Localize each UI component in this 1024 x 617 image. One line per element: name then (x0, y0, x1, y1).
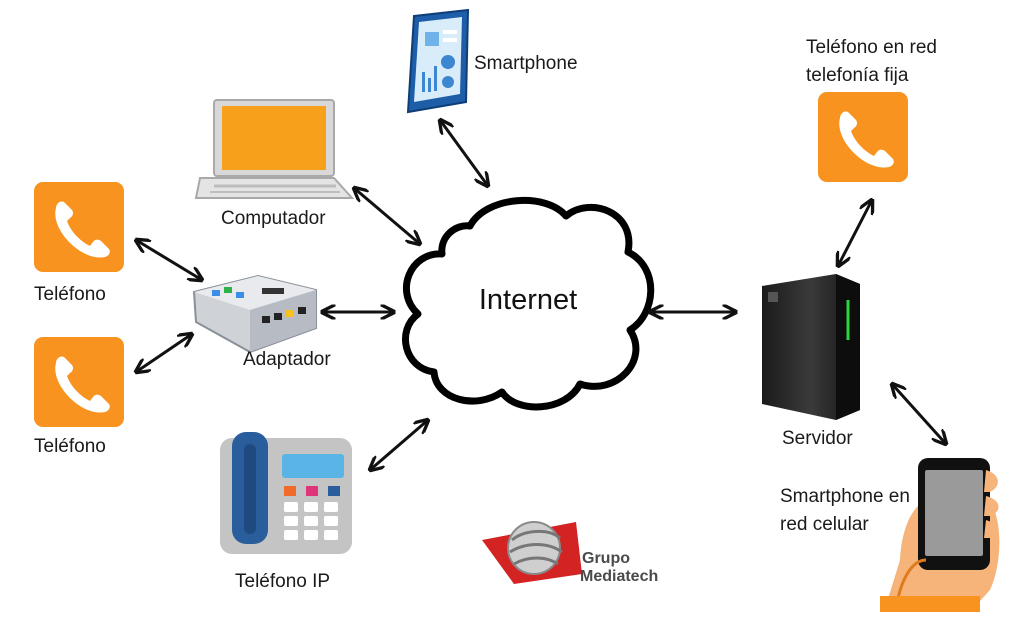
phone-top-icon (34, 182, 124, 272)
server-icon (762, 274, 860, 420)
arrow-server-mobile (892, 384, 946, 444)
label-adapter: Adaptador (243, 349, 331, 370)
label-mobile-line2: red celular (780, 514, 869, 535)
phone-bottom-icon (34, 337, 124, 427)
smartphone-icon (406, 8, 470, 114)
ip-phone-icon (220, 432, 352, 554)
label-computer: Computador (221, 208, 326, 229)
laptop-icon (194, 99, 355, 199)
brand-line1: Grupo (582, 550, 630, 567)
label-phone-top: Teléfono (34, 284, 106, 305)
label-ip-phone: Teléfono IP (235, 571, 331, 592)
label-server: Servidor (782, 428, 853, 449)
arrow-phone2-adapter (136, 334, 192, 372)
label-mobile-line1: Smartphone en (780, 486, 910, 507)
brand-line2: Mediatech (580, 568, 659, 585)
mobile-phone-hand-icon (880, 458, 1000, 612)
arrow-smartphone-internet (440, 120, 488, 186)
label-landline-line2: telefonía fija (806, 65, 909, 86)
arrow-ipphone-internet (370, 420, 428, 470)
label-smartphone: Smartphone (474, 53, 578, 74)
label-internet: Internet (478, 284, 578, 316)
mediatech-logo (482, 521, 582, 584)
internet-cloud (401, 196, 655, 411)
arrow-phone-adapter (136, 240, 202, 280)
label-phone-bottom: Teléfono (34, 436, 106, 457)
label-landline-line1: Teléfono en red (806, 37, 937, 58)
landline-phone-icon (818, 92, 908, 182)
arrow-server-landline (838, 200, 872, 266)
arrow-computer-internet (354, 188, 420, 244)
adapter-icon (192, 274, 317, 354)
